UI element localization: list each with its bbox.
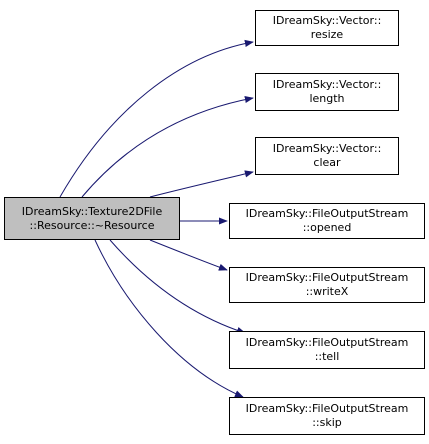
callee-node-vector-clear[interactable]: IDreamSky::Vector:: clear [255, 137, 399, 175]
callee-line1: IDreamSky::Vector:: [272, 142, 382, 155]
edge-to-clear [149, 170, 254, 198]
callee-line1: IDreamSky::FileOutputStream [245, 336, 409, 349]
edge-to-writeX [149, 239, 228, 271]
edge-to-length [81, 95, 254, 198]
callee-node-fileoutputstream-opened[interactable]: IDreamSky::FileOutputStream ::opened [229, 203, 425, 239]
callee-line2: ::opened [302, 221, 352, 234]
root-function-line2: ::Resource::~Resource [29, 218, 155, 232]
callee-line2: length [309, 92, 345, 105]
callee-line1: IDreamSky::FileOutputStream [245, 207, 409, 220]
root-function-line1: IDreamSky::Texture2DFile [21, 204, 163, 218]
edge-to-resize [59, 39, 254, 198]
callee-line2: ::writeX [305, 285, 349, 298]
callee-line1: IDreamSky::FileOutputStream [245, 402, 409, 415]
edge-to-tell [109, 239, 246, 334]
callee-line2: clear [313, 156, 341, 169]
callee-line1: IDreamSky::Vector:: [272, 78, 382, 91]
callee-node-vector-resize[interactable]: IDreamSky::Vector:: resize [255, 10, 399, 46]
callee-node-fileoutputstream-skip[interactable]: IDreamSky::FileOutputStream ::skip [229, 397, 425, 435]
callee-line1: IDreamSky::Vector:: [272, 14, 382, 27]
edge-to-skip [94, 239, 244, 398]
callee-line2: ::skip [312, 416, 342, 429]
callee-line2: ::tell [314, 350, 340, 363]
callee-node-vector-length[interactable]: IDreamSky::Vector:: length [255, 73, 399, 111]
callee-node-fileoutputstream-writex[interactable]: IDreamSky::FileOutputStream ::writeX [229, 267, 425, 303]
root-function-node[interactable]: IDreamSky::Texture2DFile ::Resource::~Re… [4, 197, 180, 240]
callee-node-fileoutputstream-tell[interactable]: IDreamSky::FileOutputStream ::tell [229, 331, 425, 369]
callee-line1: IDreamSky::FileOutputStream [245, 271, 409, 284]
callee-line2: resize [310, 28, 344, 41]
